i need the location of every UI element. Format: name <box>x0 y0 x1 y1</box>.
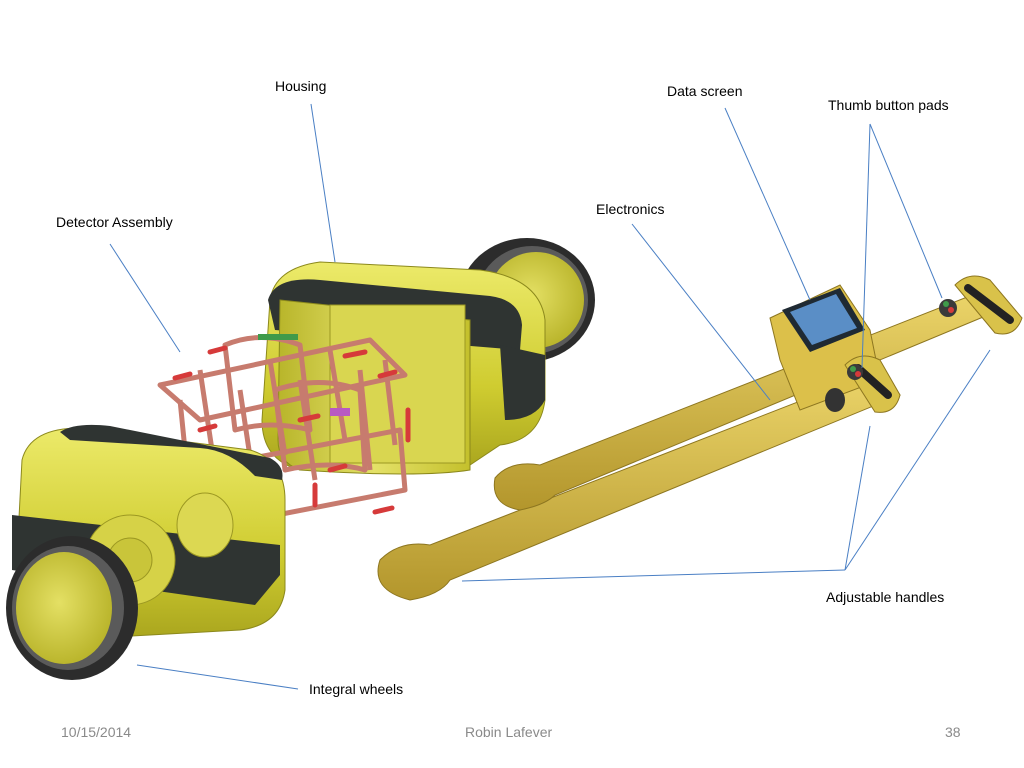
data-screen-leader <box>724 107 811 301</box>
coil-clips <box>172 345 411 515</box>
front-wheel <box>6 536 138 680</box>
data-screen <box>782 288 865 352</box>
handles-leader-2 <box>844 425 871 571</box>
thumb-leader-1 <box>861 123 871 369</box>
footer-page-number: 38 <box>945 724 961 740</box>
label-data-screen: Data screen <box>667 83 743 99</box>
label-thumb-button-pads: Thumb button pads <box>828 97 949 113</box>
handle-grip-upper <box>954 275 1023 335</box>
wheels-leader <box>136 664 299 690</box>
thumb-leader-2 <box>869 123 943 299</box>
label-integral-wheels: Integral wheels <box>309 681 404 697</box>
label-detector-assembly: Detector Assembly <box>56 214 173 230</box>
thumb-button-pads <box>847 299 957 380</box>
label-electronics: Electronics <box>596 201 665 217</box>
handles-leader-3 <box>844 349 991 571</box>
coil-connector <box>258 334 298 340</box>
electronics-leader <box>631 223 771 401</box>
footer-author: Robin Lafever <box>465 724 553 740</box>
detector-leader <box>109 243 181 353</box>
handles-leader-1 <box>461 569 846 582</box>
housing-leader <box>310 103 336 263</box>
leader-lines <box>109 103 991 690</box>
footer-date: 10/15/2014 <box>61 724 132 740</box>
label-housing: Housing <box>275 78 327 94</box>
label-adjustable-handles: Adjustable handles <box>826 589 945 605</box>
coil-marker <box>330 408 350 416</box>
